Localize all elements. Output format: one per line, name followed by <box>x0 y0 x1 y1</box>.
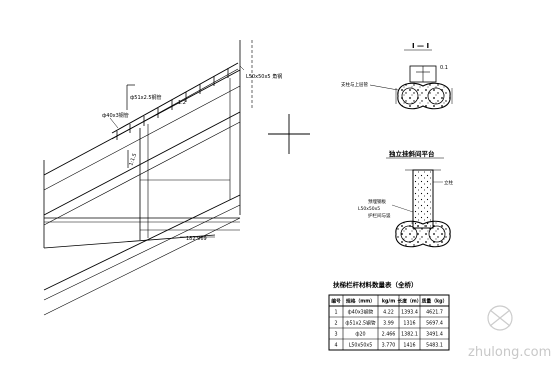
crosshair-icon <box>268 114 310 154</box>
table-cell: 2.466 <box>382 332 396 338</box>
table-cell: L50x50x5 <box>349 343 373 349</box>
slope-line-7 <box>43 217 241 316</box>
handrail-top <box>111 62 239 134</box>
slope-line-2 <box>43 85 241 191</box>
watermark-logo-icon <box>487 305 513 331</box>
table-cell: 3 <box>334 332 337 338</box>
slope-line-6 <box>43 204 241 301</box>
slope-line-4 <box>43 121 241 226</box>
elevation-view <box>43 40 253 316</box>
label-slope: 1:1.5 <box>128 153 138 167</box>
table-cell: 4621.7 <box>426 310 443 316</box>
table-grid <box>328 294 450 351</box>
table-cell: 1 <box>334 310 337 316</box>
watermark: zhulong.com <box>468 305 551 360</box>
table-cell: 1382.1 <box>401 332 418 338</box>
table-cell: 4 <box>334 343 337 349</box>
table-cell: 3.99 <box>383 321 394 327</box>
table-cell: 3491.4 <box>426 332 443 338</box>
slope-line-3 <box>43 111 241 216</box>
table-cell: ф20 <box>355 332 365 338</box>
table-cell: 4.22 <box>383 310 394 316</box>
table-cell: 3.770 <box>382 343 396 349</box>
handrail-bottom <box>111 68 239 140</box>
table-header-cell: 长度（m） <box>397 298 421 305</box>
label-level: 182.969 <box>186 236 207 242</box>
label-dim: 1.2 <box>178 100 186 106</box>
table-cell: ф51x2.5钢管 <box>345 320 375 327</box>
table-title: 扶梯栏杆材料数量表（全桥） <box>333 280 418 289</box>
standalone-label-3: 护栏间与竖 <box>368 212 391 219</box>
table-header-cell: 质量（kg） <box>422 298 448 305</box>
standalone-title: 独立挂斜间平台 <box>389 149 435 158</box>
table-cell: 1316 <box>403 321 415 327</box>
label-pipe1: ф51x2.5钢管 <box>130 94 162 101</box>
table-cell: 1416 <box>403 343 415 349</box>
standalone-right-label: 立柱 <box>444 179 453 186</box>
table-cell: ф40x3钢管 <box>348 309 374 316</box>
standalone-label-2: L50x50x5 <box>358 206 380 212</box>
table-cell: 5483.1 <box>426 343 443 349</box>
label-angle: L50x50x5 角钢 <box>246 73 282 80</box>
watermark-text: zhulong.com <box>468 345 551 360</box>
section-title: I — I <box>412 42 429 50</box>
table-border <box>328 294 450 351</box>
table-header-cell: 编号 <box>331 298 341 305</box>
table-cell: 5697.4 <box>426 321 443 327</box>
standalone-label-1: 预埋钢板 <box>368 198 386 205</box>
section-dim: 0.1 <box>440 65 448 71</box>
rail-posts <box>116 68 229 140</box>
table-cell: 2 <box>334 321 337 327</box>
slope-line-5 <box>43 194 241 291</box>
standalone-detail: 独立挂斜间平台 立柱 预埋钢板 L50x50x5 护栏间与竖 <box>358 149 453 248</box>
label-pipe2: ф40x3钢管 <box>102 112 129 119</box>
table-cell: 1393.4 <box>401 310 418 316</box>
table-header-cell: kg/m <box>382 299 395 305</box>
section-view: I — I 0.1 支柱与上层管 <box>341 42 453 110</box>
section-note: 支柱与上层管 <box>341 81 368 88</box>
table-header-cell: 规格（mm） <box>346 298 375 305</box>
